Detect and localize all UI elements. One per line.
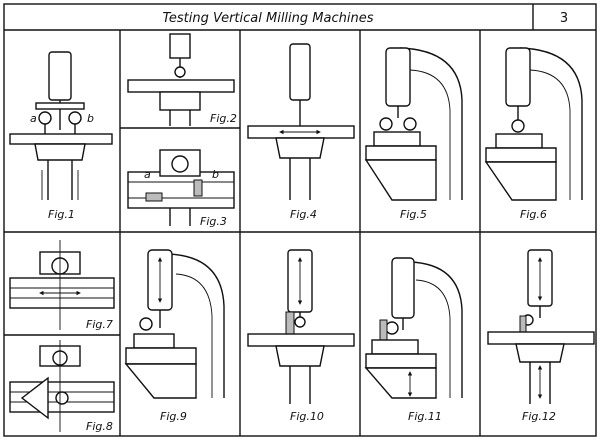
fig11-drawing — [364, 257, 463, 399]
fig10-caption: Fig.10 — [290, 410, 324, 423]
fig3-label-b: b — [212, 168, 219, 181]
fig12-drawing — [487, 249, 595, 404]
panel-grid — [4, 30, 596, 436]
fig3-label-a: a — [144, 168, 151, 181]
fig1-caption: Fig.1 — [48, 208, 75, 221]
fig4-caption: Fig.4 — [290, 208, 317, 221]
fig8-caption: Fig.8 — [86, 420, 113, 433]
sheet-page-number: 3 — [560, 11, 568, 26]
fig3-caption: Fig.3 — [200, 215, 227, 228]
fig6-drawing — [484, 47, 583, 201]
fig2-caption: Fig.2 — [210, 112, 237, 125]
fig7-caption: Fig.7 — [86, 318, 113, 331]
fig5-drawing — [364, 47, 463, 201]
fig4-drawing — [247, 43, 355, 200]
fig12-caption: Fig.12 — [522, 410, 556, 423]
fig1-drawing — [9, 51, 113, 200]
fig8-drawing — [9, 340, 115, 432]
fig3-drawing — [127, 149, 235, 226]
fig1-label-a: a — [30, 112, 37, 125]
fig11-caption: Fig.11 — [408, 410, 442, 423]
fig10-drawing — [247, 249, 355, 404]
sheet-frame — [3, 3, 597, 437]
fig7-drawing — [9, 240, 115, 330]
fig9-drawing — [124, 249, 225, 399]
sheet-title: Testing Vertical Milling Machines — [163, 11, 374, 26]
fig5-caption: Fig.5 — [400, 208, 427, 221]
fig6-caption: Fig.6 — [520, 208, 547, 221]
fig9-caption: Fig.9 — [160, 410, 187, 423]
fig1-label-b: b — [87, 112, 94, 125]
fig2-drawing — [127, 33, 235, 126]
